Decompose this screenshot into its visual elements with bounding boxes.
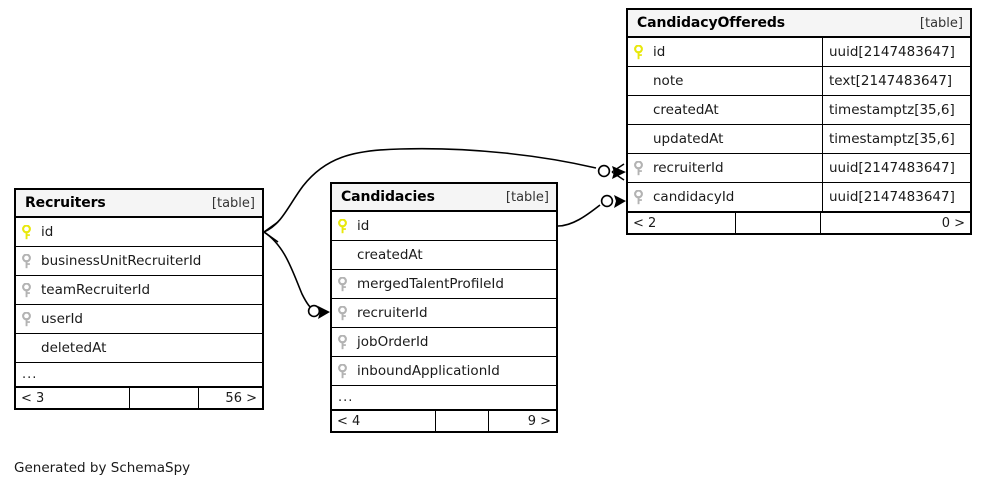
column-name-cell: createdAt xyxy=(332,241,556,269)
column-name-cell: note xyxy=(628,67,822,95)
column-name-cell: mergedTalentProfileId xyxy=(332,270,556,298)
column-name-cell: jobOrderId xyxy=(332,328,556,356)
foreign-key-icon xyxy=(338,363,351,379)
column-label: userId xyxy=(41,311,83,327)
foreign-key-icon xyxy=(22,282,35,298)
column-label: mergedTalentProfileId xyxy=(357,276,504,292)
column-row[interactable]: jobOrderId xyxy=(332,328,556,357)
table-footer-candidacies: < 4 9 > xyxy=(332,410,556,431)
column-label: updatedAt xyxy=(653,131,724,147)
column-name-cell: recruiterId xyxy=(628,154,822,182)
primary-key-icon xyxy=(22,224,35,240)
table-title: Candidacies xyxy=(341,189,435,205)
column-row[interactable]: id xyxy=(332,212,556,241)
foreign-key-icon xyxy=(22,311,35,327)
column-row[interactable]: note text[2147483647] xyxy=(628,67,970,96)
column-label: id xyxy=(357,218,370,234)
table-candidacies[interactable]: Candidacies [table] id createdAt xyxy=(330,182,558,433)
column-label: recruiterId xyxy=(653,160,724,176)
column-row[interactable]: candidacyId uuid[2147483647] xyxy=(628,183,970,212)
table-kind-label: [table] xyxy=(505,189,549,205)
table-header-candidacyoffereds: CandidacyOffereds [table] xyxy=(628,10,970,38)
foreign-key-icon xyxy=(22,253,35,269)
column-type-cell: timestamptz[35,6] xyxy=(822,125,970,153)
column-name-cell: updatedAt xyxy=(628,125,822,153)
column-row[interactable]: mergedTalentProfileId xyxy=(332,270,556,299)
incoming-relations-count[interactable]: < 3 xyxy=(21,390,45,406)
foreign-key-icon xyxy=(338,276,351,292)
primary-key-icon xyxy=(338,218,351,234)
column-row[interactable]: createdAt xyxy=(332,241,556,270)
outgoing-relations-count[interactable]: 0 > xyxy=(820,213,970,233)
column-type-cell: uuid[2147483647] xyxy=(822,38,970,66)
foreign-key-icon xyxy=(338,305,351,321)
column-name-cell: userId xyxy=(16,305,262,333)
column-name-cell: id xyxy=(16,218,262,246)
column-name-cell: deletedAt xyxy=(16,334,262,362)
column-label: candidacyId xyxy=(653,189,735,205)
table-footer-recruiters: < 3 56 > xyxy=(16,387,262,408)
incoming-relations-count[interactable]: < 2 xyxy=(633,215,657,231)
column-name-cell: id xyxy=(628,38,822,66)
table-kind-label: [table] xyxy=(919,15,963,31)
column-label: createdAt xyxy=(653,102,719,118)
column-name-cell: teamRecruiterId xyxy=(16,276,262,304)
column-type-cell: uuid[2147483647] xyxy=(822,154,970,182)
column-label: createdAt xyxy=(357,247,423,263)
column-name-cell: inboundApplicationId xyxy=(332,357,556,385)
column-name-cell: candidacyId xyxy=(628,183,822,211)
primary-key-icon xyxy=(634,44,647,60)
more-columns-row[interactable]: ... xyxy=(16,363,262,387)
column-label: id xyxy=(41,224,54,240)
column-label: jobOrderId xyxy=(357,334,429,350)
table-title: Recruiters xyxy=(25,195,106,211)
column-type-cell: uuid[2147483647] xyxy=(822,183,970,211)
table-footer-candidacyoffereds: < 2 0 > xyxy=(628,212,970,233)
outgoing-relations-count[interactable]: 56 > xyxy=(198,388,262,408)
table-recruiters[interactable]: Recruiters [table] id xyxy=(14,188,264,410)
table-kind-label: [table] xyxy=(211,195,255,211)
column-row[interactable]: recruiterId xyxy=(332,299,556,328)
relationship-candidacies-offereds xyxy=(557,194,626,227)
table-header-recruiters: Recruiters [table] xyxy=(16,190,262,218)
column-row[interactable]: id uuid[2147483647] xyxy=(628,38,970,67)
column-row[interactable]: updatedAt timestamptz[35,6] xyxy=(628,125,970,154)
column-row[interactable]: businessUnitRecruiterId xyxy=(16,247,262,276)
column-row[interactable]: createdAt timestamptz[35,6] xyxy=(628,96,970,125)
column-type-cell: timestamptz[35,6] xyxy=(822,96,970,124)
column-label: deletedAt xyxy=(41,340,107,356)
column-row[interactable]: recruiterId uuid[2147483647] xyxy=(628,154,970,183)
column-name-cell: businessUnitRecruiterId xyxy=(16,247,262,275)
column-label: teamRecruiterId xyxy=(41,282,151,298)
footer-spacer xyxy=(129,388,198,408)
table-candidacyoffereds[interactable]: CandidacyOffereds [table] id uuid[214748… xyxy=(626,8,972,235)
column-name-cell: recruiterId xyxy=(332,299,556,327)
column-label: businessUnitRecruiterId xyxy=(41,253,202,269)
table-title: CandidacyOffereds xyxy=(637,15,786,31)
column-row[interactable]: inboundApplicationId xyxy=(332,357,556,386)
foreign-key-icon xyxy=(634,189,647,205)
footer-spacer xyxy=(435,411,488,431)
generated-by-credit: Generated by SchemaSpy xyxy=(14,460,191,476)
column-name-cell: id xyxy=(332,212,556,240)
footer-spacer xyxy=(735,213,820,233)
more-columns-row[interactable]: ... xyxy=(332,386,556,410)
column-label: id xyxy=(653,44,666,60)
column-row[interactable]: deletedAt xyxy=(16,334,262,363)
column-row[interactable]: id xyxy=(16,218,262,247)
column-row[interactable]: userId xyxy=(16,305,262,334)
relationship-recruiters-candidacies xyxy=(263,221,330,319)
incoming-relations-count[interactable]: < 4 xyxy=(337,413,361,429)
column-name-cell: createdAt xyxy=(628,96,822,124)
outgoing-relations-count[interactable]: 9 > xyxy=(488,411,556,431)
column-label: note xyxy=(653,73,684,89)
column-label: recruiterId xyxy=(357,305,428,321)
foreign-key-icon xyxy=(634,160,647,176)
table-header-candidacies: Candidacies [table] xyxy=(332,184,556,212)
column-label: inboundApplicationId xyxy=(357,363,500,379)
column-row[interactable]: teamRecruiterId xyxy=(16,276,262,305)
column-type-cell: text[2147483647] xyxy=(822,67,970,95)
foreign-key-icon xyxy=(338,334,351,350)
